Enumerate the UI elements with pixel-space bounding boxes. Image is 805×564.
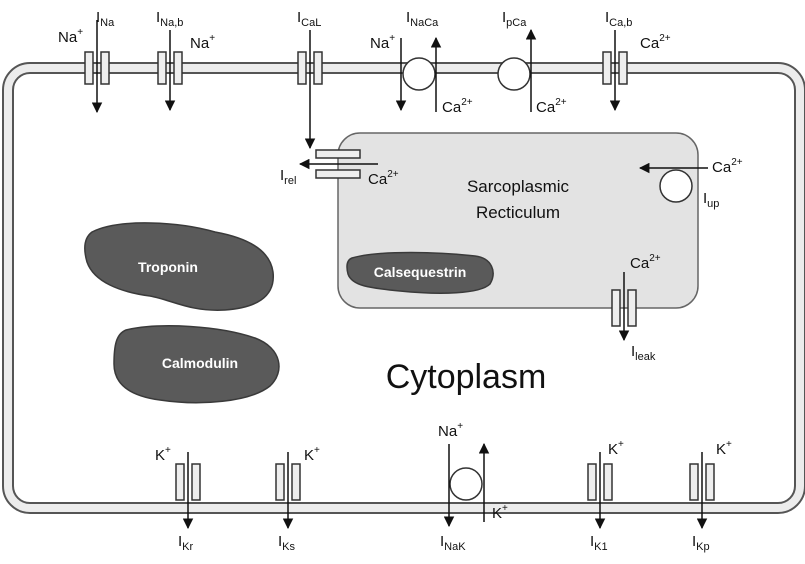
- label-ca-ion-3: Ca2+: [640, 33, 671, 52]
- label-ca-ion-1: Ca2+: [442, 97, 473, 116]
- label-k-ion-3: K+: [492, 503, 508, 522]
- label-i-naca: INaCa: [406, 9, 439, 29]
- label-na-ion-2: Na+: [190, 33, 215, 52]
- label-ca-ion-5: Ca2+: [712, 157, 743, 176]
- exchanger-i-naca: [395, 36, 442, 112]
- label-i-cal: ICaL: [297, 9, 321, 29]
- channel-i-nab: [157, 30, 183, 112]
- sr-label-line1: Sarcoplasmic: [467, 177, 570, 196]
- channel-i-na: [84, 20, 110, 114]
- label-na-ion-4: Na+: [438, 421, 463, 440]
- label-i-nab: INa,b: [156, 9, 183, 29]
- label-i-leak: Ileak: [631, 343, 656, 363]
- channel-i-kp: [689, 452, 715, 530]
- channel-i-ks: [275, 452, 301, 530]
- label-i-rel: Irel: [280, 167, 296, 187]
- label-k-ion-2: K+: [304, 445, 320, 464]
- label-ca-ion-2: Ca2+: [536, 97, 567, 116]
- label-na-ion-1: Na+: [58, 27, 83, 46]
- label-ca-ion-6: Ca2+: [630, 253, 661, 272]
- calsequestrin-label: Calsequestrin: [374, 264, 467, 280]
- channel-i-cab: [602, 30, 628, 112]
- label-k-ion-1: K+: [155, 445, 171, 464]
- calmodulin-blob: [113, 325, 280, 404]
- label-i-cab: ICa,b: [605, 9, 632, 29]
- channel-i-kr: [175, 452, 201, 530]
- cytoplasm-label: Cytoplasm: [386, 358, 547, 396]
- label-i-k1: IK1: [590, 533, 608, 553]
- label-i-kp: IKp: [692, 533, 710, 553]
- channel-i-cal: [297, 30, 323, 150]
- label-i-ks: IKs: [278, 533, 296, 553]
- label-na-ion-3: Na+: [370, 33, 395, 52]
- channel-i-leak: [611, 272, 637, 342]
- calmodulin-label: Calmodulin: [162, 355, 238, 371]
- channel-i-rel: [298, 149, 378, 179]
- channel-i-k1: [587, 452, 613, 530]
- calsequestrin-blob: [346, 251, 494, 294]
- pump-i-pca: [497, 28, 537, 112]
- troponin-blob: [83, 222, 274, 311]
- label-k-ion-4: K+: [608, 439, 624, 458]
- pump-i-nak: [443, 442, 490, 528]
- label-i-up: Iup: [703, 190, 719, 210]
- label-k-ion-5: K+: [716, 439, 732, 458]
- pump-i-up: [638, 162, 708, 203]
- label-i-na: INa: [96, 9, 115, 29]
- troponin-label: Troponin: [138, 259, 198, 275]
- label-i-pca: IpCa: [502, 9, 527, 29]
- sr-label-line2: Recticulum: [476, 203, 560, 222]
- label-i-nak: INaK: [440, 533, 466, 553]
- label-ca-ion-4: Ca2+: [368, 169, 399, 188]
- label-i-kr: IKr: [178, 533, 194, 553]
